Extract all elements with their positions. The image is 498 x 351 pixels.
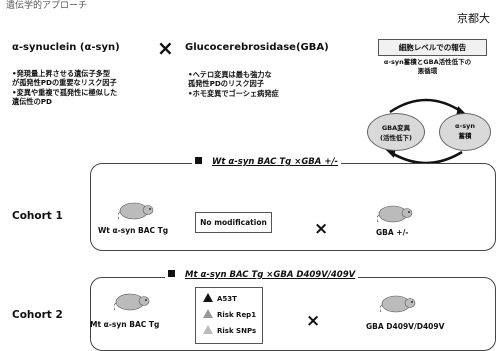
variant-row-rep1: Risk Rep1: [203, 308, 256, 322]
square-bullet-icon: [168, 270, 175, 277]
cohort2-title: Mt α-syn BAC Tg ×GBA D409V/409V: [165, 270, 359, 280]
alpha-synuclein-notes: •発現量上昇させる遺伝子多型 が孤発性PDの重要なリスク因子 •変異や重複で孤発…: [12, 69, 162, 107]
affiliation-label: 京都大: [457, 12, 490, 25]
cohort1-title: Wt α-syn BAC Tg ×GBA +/-: [192, 157, 342, 167]
alpha-synuclein-title: α-synuclein (α-syn): [12, 42, 120, 53]
square-bullet-icon: [195, 157, 202, 164]
report-desc-line: 悪循環: [417, 67, 438, 75]
alpha-note-line: 遺伝性のPD: [12, 97, 52, 107]
gba-note-line: •ヘテロ変異は最も強力な: [188, 70, 272, 79]
times-symbol-cohort1: ×: [314, 219, 329, 239]
asyn-oval-line: α-syn: [455, 122, 475, 130]
variant-label: Risk SNPs: [217, 327, 257, 335]
gba-homo-caption: GBA D409V/D409V: [366, 322, 445, 331]
cell-level-report-box: 細胞レベルでの報告: [378, 39, 487, 56]
gba-note-line: 孤発性PDのリスク因子: [188, 79, 264, 89]
alpha-note-line: •変異や重複で孤発性に極似した: [12, 87, 118, 97]
gba-oval-line: GBA変異: [381, 124, 411, 132]
cohort2-label: Cohort 2: [12, 309, 63, 321]
gba-note-line: •ホモ変異でゴーシェ病発症: [188, 88, 279, 98]
triangle-icon: [203, 292, 213, 306]
times-symbol-top: ×: [157, 36, 174, 60]
gba-notes: •ヘテロ変異は最も強力な 孤発性PDのリスク因子 •ホモ変異でゴーシェ病発症: [188, 70, 338, 98]
gba-het-mouse-icon: [377, 205, 413, 223]
triangle-icon: [203, 308, 213, 322]
gba-het-caption: GBA +/-: [376, 228, 409, 237]
no-modification-box: No modification: [195, 212, 272, 233]
header-partial-text: 遺伝学的アプローチ: [6, 1, 88, 11]
cohort1-label: Cohort 1: [12, 210, 63, 222]
wt-mouse-caption: Wt α-syn BAC Tg: [98, 226, 169, 235]
variant-label: Risk Rep1: [217, 311, 257, 319]
variant-row-a53t: A53T: [203, 292, 237, 306]
asyn-oval-line: 蓄積: [458, 132, 472, 140]
triangle-icon: [203, 324, 213, 338]
times-symbol-cohort2: ×: [306, 311, 321, 331]
wt-mouse-icon: [118, 202, 154, 220]
variant-label: A53T: [217, 295, 237, 303]
mt-mouse-icon: [114, 293, 150, 311]
variant-row-snps: Risk SNPs: [203, 324, 256, 338]
alpha-syn-accumulation-oval: α-syn 蓄積: [439, 113, 491, 151]
mt-mouse-caption: Mt α-syn BAC Tg: [90, 320, 160, 329]
cohort2-frame: [90, 277, 496, 351]
report-desc-line: α-syn蓄積とGBA活性低下の: [383, 58, 472, 66]
alpha-note-line: が孤発性PDの重要なリスク因子: [12, 78, 117, 88]
cohort2-title-text: Mt α-syn BAC Tg ×GBA D409V/409V: [185, 270, 356, 280]
risk-variant-box: A53T Risk Rep1 Risk SNPs: [195, 287, 263, 344]
gba-oval-line: (活性低下): [380, 134, 412, 142]
cohort1-title-text: Wt α-syn BAC Tg ×GBA +/-: [212, 157, 339, 167]
alpha-note-line: •発現量上昇させる遺伝子多型: [12, 69, 111, 78]
vicious-cycle-description: α-syn蓄積とGBA活性低下の 悪循環: [360, 58, 495, 76]
gba-homo-mouse-icon: [380, 295, 416, 313]
gba-mutation-oval: GBA変異 (活性低下): [367, 113, 425, 151]
gba-title: Glucocerebrosidase(GBA): [185, 42, 329, 53]
